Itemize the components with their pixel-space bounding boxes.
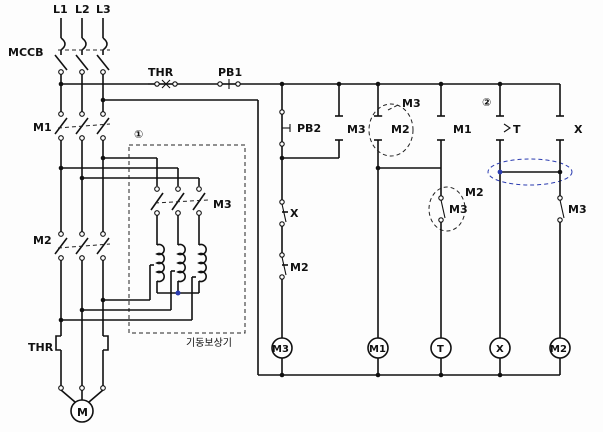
m3-star-contacts: M3 bbox=[150, 158, 232, 245]
label-l3: L3 bbox=[96, 3, 111, 16]
label-l1: L1 bbox=[53, 3, 68, 16]
callout-two: ② bbox=[482, 96, 491, 109]
label-t-contact: T bbox=[513, 123, 521, 136]
power-lines-mid bbox=[58, 140, 199, 232]
motor-label: M bbox=[77, 406, 88, 419]
label-m3-seal: M3 bbox=[347, 123, 366, 136]
control-top-bus: THR PB1 bbox=[148, 66, 560, 89]
autotransformer-windings bbox=[58, 243, 207, 323]
autotransformer-label: 기동보상기 bbox=[186, 337, 232, 349]
label-m3-series-nc: M3 bbox=[568, 203, 587, 216]
rung-m2: X M3 M2 bbox=[549, 84, 587, 375]
label-x-contact: X bbox=[574, 123, 583, 136]
label-pb1: PB1 bbox=[218, 66, 242, 79]
rung-m1: M2 M3 M1 bbox=[367, 81, 441, 375]
label-m1: M1 bbox=[33, 121, 52, 134]
supply-labels: L1 L2 L3 bbox=[53, 3, 111, 16]
label-mccb: MCCB bbox=[8, 46, 43, 59]
label-m3-box: M3 bbox=[213, 198, 232, 211]
mccb-breaker: MCCB bbox=[8, 37, 110, 75]
label-thr-control: THR bbox=[148, 66, 174, 79]
rung-t: M1 M3 M2 T bbox=[428, 81, 484, 375]
power-overload-relay: THR bbox=[28, 335, 109, 403]
m2-main-contacts: M2 bbox=[33, 231, 111, 336]
rung-m3: PB2 M3 X M2 M3 bbox=[271, 81, 366, 375]
coil-t-label: T bbox=[437, 344, 444, 355]
label-l2: L2 bbox=[75, 3, 90, 16]
coil-m1-label: M1 bbox=[369, 344, 386, 355]
autotransformer-box bbox=[128, 144, 246, 334]
label-m1-contact: M1 bbox=[453, 123, 472, 136]
label-m3-nc: M3 bbox=[449, 203, 468, 216]
coil-m3-label: M3 bbox=[272, 344, 289, 355]
label-m2-nc: M2 bbox=[290, 261, 309, 274]
coil-x-label: X bbox=[496, 344, 504, 355]
motor: M bbox=[70, 399, 94, 423]
control-bottom-bus bbox=[258, 372, 560, 378]
label-m2-contact: M2 bbox=[391, 123, 410, 136]
label-x-nc: X bbox=[290, 207, 299, 220]
label-m3-interlock: M3 bbox=[402, 97, 421, 110]
callout-one: ① bbox=[134, 128, 143, 141]
rung-x: ② T X bbox=[482, 81, 573, 375]
label-thr-power: THR bbox=[28, 341, 54, 354]
supply-lines bbox=[60, 18, 104, 38]
label-pb2: PB2 bbox=[297, 122, 321, 135]
label-m2: M2 bbox=[33, 234, 52, 247]
power-lines bbox=[58, 74, 106, 112]
coil-m2-label: M2 bbox=[550, 344, 567, 355]
label-m2-interlock: M2 bbox=[465, 186, 484, 199]
m1-main-contacts: M1 bbox=[33, 111, 111, 141]
control-feed bbox=[61, 83, 259, 375]
